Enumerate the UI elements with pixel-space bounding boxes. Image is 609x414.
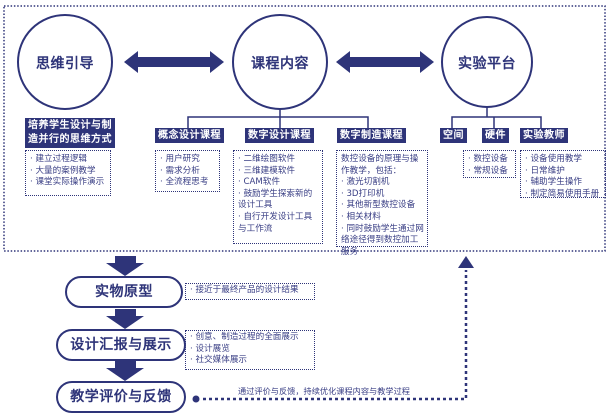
platform-connector (451, 107, 542, 128)
list-item: 数控设备的原理与操作教学，包括： (341, 154, 419, 176)
list-item: · 3D打印机 (341, 188, 385, 199)
tag-thinking-goal: 培养学生设计与制 造并行的思维方式 (25, 118, 115, 148)
list-item: · 三维建模软件 (238, 165, 296, 176)
list-item: · CAM软件 (238, 177, 280, 188)
feedback-loop-label: 通过评价与反馈，持续优化课程内容与教学过程 (238, 386, 410, 396)
list-item: · 需求分析 (160, 165, 200, 176)
tag-digital-design-course: 数字设计课程 (245, 128, 314, 143)
list-item: · 相关材料 (341, 211, 381, 222)
tag-hardware: 硬件 (482, 128, 509, 143)
down-arrow-2 (106, 309, 144, 329)
box-digital-fabrication-course: 数控设备的原理与操作教学，包括： · 激光切割机 · 3D打印机 · 其他新型数… (336, 150, 428, 257)
circle-label-platform: 实验平台 (458, 56, 516, 72)
list-item: · 鼓励学生探索新的设计工具 (238, 188, 313, 211)
outer-frame (3, 5, 606, 252)
list-item: · 二维绘图软件 (238, 154, 296, 164)
list-item: · 建立过程逻辑 (30, 154, 88, 164)
step-evaluation-feedback: 教学评价与反馈 (56, 381, 186, 413)
box-presentation-notes: · 创意、制造过程的全面展示 · 设计展览 · 社交媒体展示 (185, 330, 315, 370)
tag-line: 造并行的思维方式 (28, 134, 112, 145)
step-design-presentation: 设计汇报与展示 (56, 329, 186, 361)
tag-digital-fabrication-course: 数字制造课程 (337, 128, 406, 143)
list-item: · 用户研究 (160, 154, 200, 164)
circle-label-course: 课程内容 (251, 56, 309, 72)
list-item: · 大量的案例教学 (30, 165, 96, 176)
list-item: · 常规设备 (468, 165, 508, 176)
down-arrow-3 (106, 361, 144, 381)
course-connector (187, 109, 369, 128)
circle-thinking (17, 14, 113, 110)
list-item: · 辅助学生操作 (525, 177, 583, 188)
step-physical-prototype: 实物原型 (65, 276, 183, 308)
list-item: · 全流程思考 (160, 177, 209, 188)
box-prototype-notes: · 接近于最终产品的设计结果 (185, 283, 315, 300)
tag-line: 培养学生设计与制 (28, 120, 112, 131)
circle-label-thinking: 思维引导 (36, 56, 94, 72)
down-arrow-1 (106, 256, 144, 276)
list-item: · 课堂实际操作演示 (30, 177, 105, 188)
list-item: · 数控设备 (468, 154, 508, 164)
feedback-start-dot (192, 395, 200, 403)
list-item: · 自行开发设计工具与工作流 (238, 211, 313, 234)
box-lab-teacher: · 设备使用教学 · 日常维护 · 辅助学生操作 · 制定简易使用手册 (520, 150, 606, 199)
feedback-loop-line (203, 270, 468, 401)
list-item: · 同时鼓励学生通过网络途径得到数控加工服务 (341, 223, 424, 257)
double-arrow-right (336, 51, 434, 73)
tag-concept-course: 概念设计课程 (155, 128, 224, 143)
box-concept-course: · 用户研究 · 需求分析 · 全流程思考 (155, 150, 220, 192)
list-item: · 激光切割机 (341, 177, 390, 188)
list-item: · 接近于最终产品的设计结果 (190, 285, 299, 295)
box-hardware: · 数控设备 · 常规设备 (463, 150, 516, 178)
list-item: · 设计展览 (190, 343, 230, 354)
box-digital-design-course: · 二维绘图软件 · 三维建模软件 · CAM软件 · 鼓励学生探索新的设计工具… (233, 150, 323, 244)
box-thinking-items: · 建立过程逻辑 · 大量的案例教学 · 课堂实际操作演示 (25, 150, 111, 196)
tag-lab-teacher: 实验教师 (520, 128, 568, 143)
tag-space: 空间 (440, 128, 467, 143)
list-item: · 制定简易使用手册 (525, 188, 600, 199)
list-item: · 创意、制造过程的全面展示 (190, 332, 299, 342)
feedback-arrow-head (458, 256, 474, 268)
list-item: · 日常维护 (525, 165, 565, 176)
double-arrow-left (124, 51, 224, 73)
list-item: · 社交媒体展示 (190, 355, 248, 366)
list-item: · 其他新型数控设备 (341, 200, 416, 211)
list-item: · 设备使用教学 (525, 154, 583, 164)
